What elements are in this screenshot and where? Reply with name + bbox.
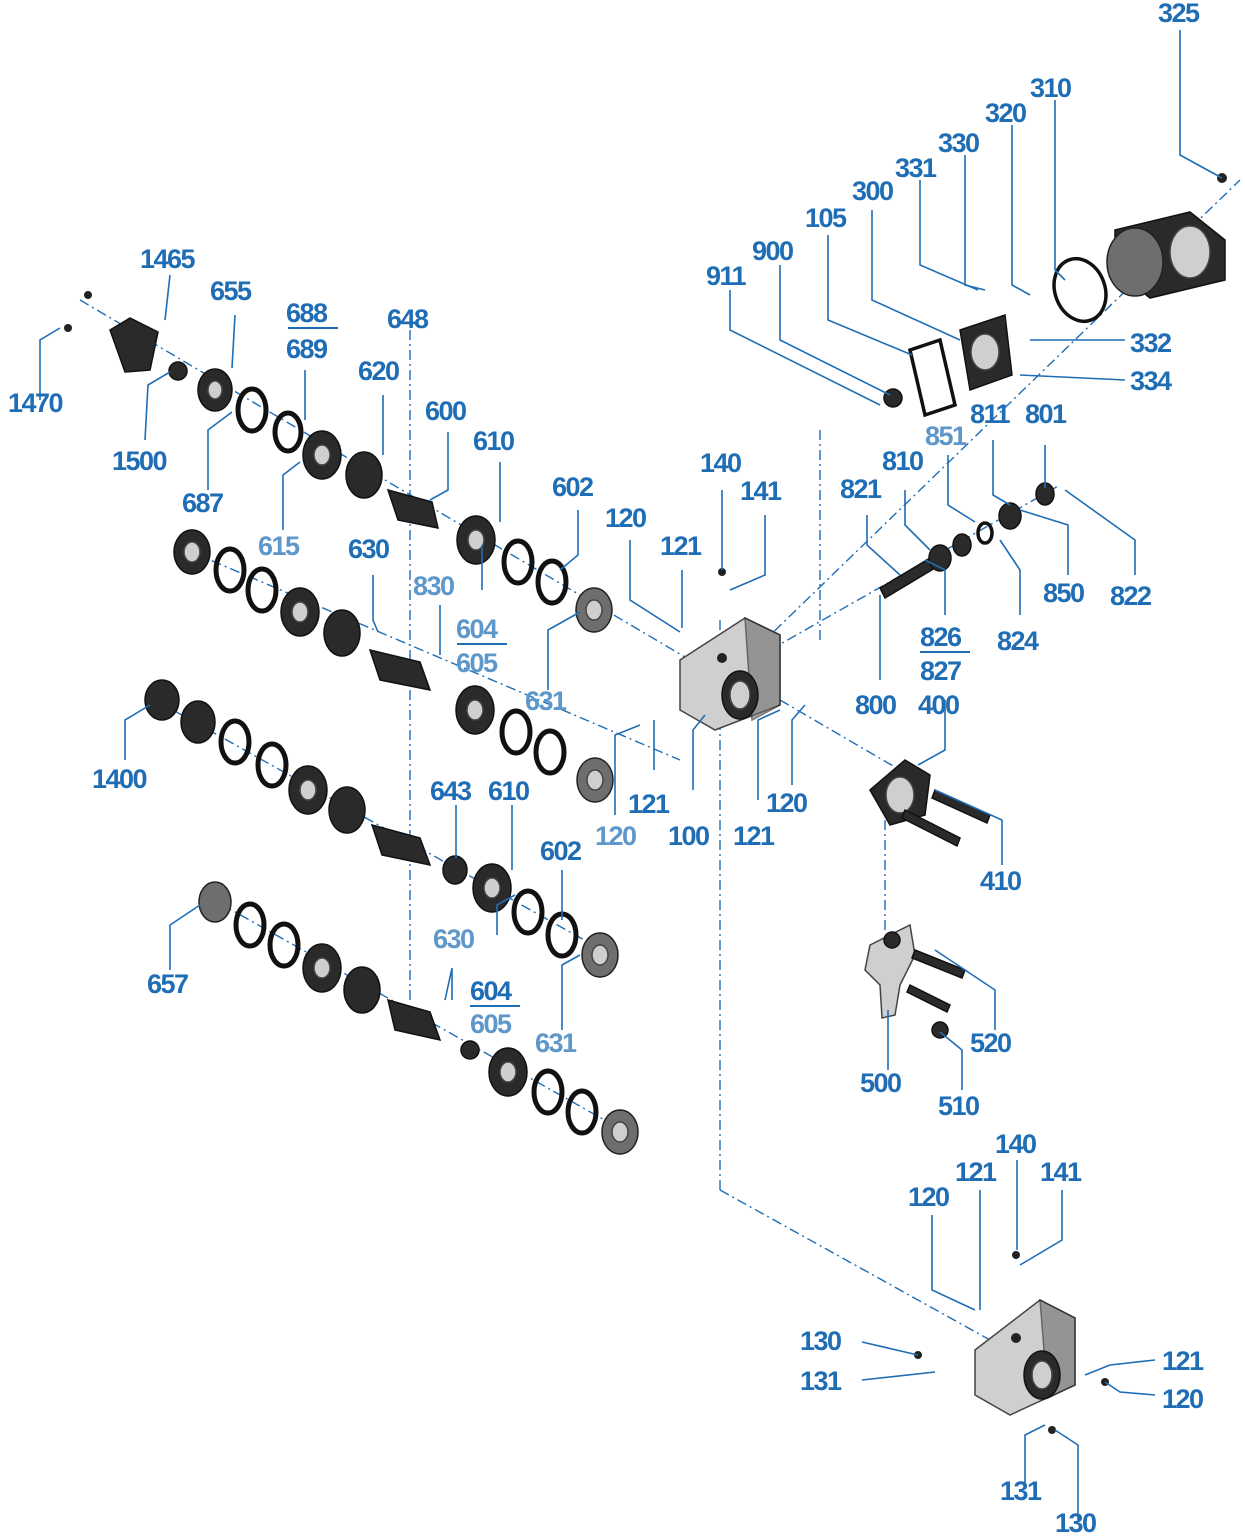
shaft-assembly-4 — [198, 881, 639, 1155]
callout-141b: 141 — [1040, 1157, 1082, 1187]
callout-900: 900 — [752, 236, 793, 266]
callout-800: 800 — [855, 690, 896, 720]
callout-810b: 810 — [882, 446, 923, 476]
callout-121e: 121 — [1162, 1346, 1204, 1376]
callout-821: 821 — [840, 474, 882, 504]
callout-1470: 1470 — [8, 388, 63, 418]
adapter-plate-300 — [959, 313, 1013, 392]
gasket-310 — [1052, 256, 1108, 324]
shaft-assembly-2 — [173, 529, 614, 803]
callout-1500: 1500 — [112, 446, 167, 476]
callout-410: 410 — [980, 866, 1021, 896]
shaft-800 — [879, 482, 1055, 600]
callout-310: 310 — [1030, 73, 1071, 103]
housing-100 — [679, 568, 781, 731]
callout-602a: 602 — [552, 472, 593, 502]
callout-325: 325 — [1158, 0, 1200, 28]
callout-120e: 120 — [1162, 1384, 1203, 1414]
callout-121d: 121 — [955, 1157, 997, 1187]
callout-604b: 604 — [470, 976, 512, 1006]
callout-657: 657 — [147, 969, 188, 999]
callout-801: 801 — [1025, 399, 1067, 429]
callout-610c: 610 — [488, 776, 529, 806]
callout-100: 100 — [668, 821, 709, 851]
callout-140b: 140 — [995, 1129, 1036, 1159]
fraction-bars — [288, 327, 970, 1007]
callout-620: 620 — [358, 356, 399, 386]
callout-1465: 1465 — [140, 244, 196, 274]
gasket-105 — [907, 337, 958, 418]
callout-630b: 630 — [433, 924, 474, 954]
callout-615: 615 — [258, 531, 300, 561]
callout-300: 300 — [852, 176, 893, 206]
shaft-assembly-1 — [64, 291, 613, 633]
callout-131a: 131 — [800, 1366, 842, 1396]
callout-824: 824 — [997, 626, 1039, 656]
callout-120b: 120 — [595, 821, 636, 851]
callout-120a: 120 — [605, 503, 646, 533]
callout-602b: 602 — [540, 836, 581, 866]
callout-520: 520 — [970, 1028, 1011, 1058]
callout-631b: 631 — [535, 1028, 577, 1058]
callout-330: 330 — [938, 128, 979, 158]
callout-610a: 610 — [473, 426, 514, 456]
callout-1400: 1400 — [92, 764, 147, 794]
callout-827: 827 — [920, 656, 961, 686]
callout-120d: 120 — [908, 1182, 949, 1212]
shaft-assembly-3 — [144, 679, 619, 978]
callout-332: 332 — [1130, 328, 1171, 358]
callout-851: 851 — [925, 421, 967, 451]
callout-648: 648 — [387, 304, 429, 334]
torque-arm-500 — [864, 923, 966, 1039]
callout-105: 105 — [805, 203, 847, 233]
callout-141a: 141 — [740, 476, 782, 506]
callout-643: 643 — [430, 776, 472, 806]
housing-bottom — [914, 1251, 1109, 1434]
callout-655: 655 — [210, 276, 252, 306]
leader-lines — [39, 30, 1223, 1520]
callout-850: 850 — [1043, 578, 1084, 608]
callout-811: 811 — [970, 399, 1011, 429]
callout-605b: 605 — [470, 1009, 512, 1039]
callout-120c: 120 — [766, 788, 807, 818]
callout-320: 320 — [985, 98, 1026, 128]
callout-400: 400 — [918, 690, 959, 720]
callout-labels: 325 310 320 330 331 300 105 900 911 332 … — [8, 0, 1206, 1537]
callout-605a: 605 — [456, 648, 498, 678]
flange-400 — [869, 759, 991, 848]
callout-500: 500 — [860, 1068, 901, 1098]
callout-121c: 121 — [733, 821, 775, 851]
callout-911: 911 — [706, 261, 747, 291]
callout-830: 830 — [413, 571, 454, 601]
plug-900 — [883, 388, 903, 408]
callout-604a: 604 — [456, 614, 498, 644]
callout-631a: 631 — [525, 686, 567, 716]
callout-334: 334 — [1130, 366, 1172, 396]
callout-510: 510 — [938, 1091, 979, 1121]
callout-689: 689 — [286, 334, 328, 364]
motor-part-325 — [1106, 173, 1227, 299]
callout-131b: 131 — [1000, 1476, 1042, 1506]
callout-600: 600 — [425, 396, 466, 426]
callout-687: 687 — [182, 488, 223, 518]
callout-826: 826 — [920, 622, 962, 652]
callout-688: 688 — [286, 298, 328, 328]
callout-121b: 121 — [628, 789, 670, 819]
callout-630a: 630 — [348, 534, 389, 564]
callout-130b: 130 — [1055, 1508, 1096, 1537]
callout-140a: 140 — [700, 448, 741, 478]
callout-121a: 121 — [660, 531, 702, 561]
parts — [64, 173, 1227, 1434]
callout-822: 822 — [1110, 581, 1151, 611]
callout-331: 331 — [895, 153, 937, 183]
callout-130a: 130 — [800, 1326, 841, 1356]
